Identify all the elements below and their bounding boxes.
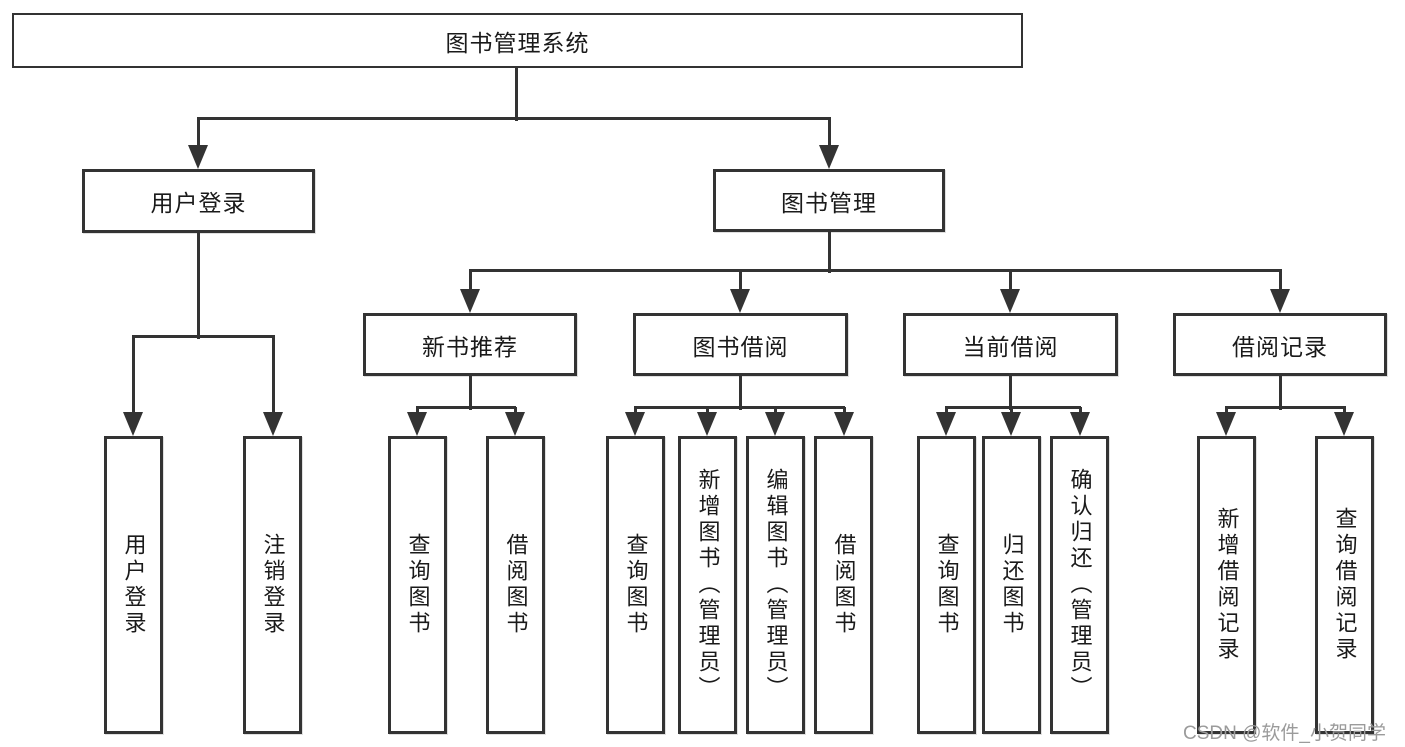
leaf-borrow-books-2: 借阅图书 bbox=[814, 436, 873, 734]
arrow-down-icon bbox=[936, 412, 956, 436]
connector-line bbox=[634, 406, 845, 409]
arrow-down-icon bbox=[1270, 289, 1290, 313]
leaf-logout: 注销登录 bbox=[243, 436, 302, 734]
connector-line bbox=[515, 68, 518, 121]
connector-line bbox=[416, 407, 419, 414]
leaf-query-books-2: 查询图书 bbox=[606, 436, 665, 734]
connector-line bbox=[416, 406, 516, 409]
leaf-label: 归还图书 bbox=[999, 533, 1025, 637]
leaf-add-borrow-record: 新增借阅记录 bbox=[1197, 436, 1256, 734]
connector-line bbox=[132, 336, 135, 414]
leaf-label: 确认归还（管理员） bbox=[1067, 468, 1093, 702]
connector-line bbox=[1010, 407, 1013, 414]
node-library-management-system: 图书管理系统 bbox=[12, 13, 1023, 68]
connector-line bbox=[706, 407, 709, 414]
node-user-login: 用户登录 bbox=[82, 169, 315, 233]
node-book-borrowing: 图书借阅 bbox=[633, 313, 848, 376]
connector-line bbox=[1079, 407, 1082, 414]
arrow-down-icon bbox=[123, 412, 143, 436]
node-new-book-recommend: 新书推荐 bbox=[363, 313, 577, 376]
connector-line bbox=[1279, 376, 1282, 410]
arrow-down-icon bbox=[697, 412, 717, 436]
arrow-down-icon bbox=[1216, 412, 1236, 436]
arrow-down-icon bbox=[1334, 412, 1354, 436]
arrow-down-icon bbox=[407, 412, 427, 436]
leaf-add-book-admin: 新增图书（管理员） bbox=[678, 436, 737, 734]
connector-line bbox=[272, 336, 275, 414]
leaf-label: 查询图书 bbox=[623, 533, 649, 637]
connector-line bbox=[843, 407, 846, 414]
connector-line bbox=[1343, 407, 1346, 414]
connector-line bbox=[1009, 376, 1012, 410]
connector-line bbox=[132, 335, 275, 338]
leaf-label: 查询图书 bbox=[934, 533, 960, 637]
connector-line bbox=[739, 376, 742, 410]
leaf-label: 新增借阅记录 bbox=[1214, 507, 1240, 663]
arrow-down-icon bbox=[730, 289, 750, 313]
arrow-down-icon bbox=[263, 412, 283, 436]
arrow-down-icon bbox=[765, 412, 785, 436]
connector-line bbox=[1009, 270, 1012, 291]
node-book-management: 图书管理 bbox=[713, 169, 945, 232]
connector-line bbox=[1225, 406, 1346, 409]
leaf-return-books: 归还图书 bbox=[982, 436, 1041, 734]
connector-line bbox=[1279, 270, 1282, 291]
arrow-down-icon bbox=[834, 412, 854, 436]
leaf-user-login: 用户登录 bbox=[104, 436, 163, 734]
arrow-down-icon bbox=[188, 145, 208, 169]
leaf-borrow-books-1: 借阅图书 bbox=[486, 436, 545, 734]
leaf-label: 借阅图书 bbox=[831, 533, 857, 637]
leaf-label: 编辑图书（管理员） bbox=[763, 468, 789, 702]
connector-line bbox=[945, 406, 1081, 409]
connector-line bbox=[634, 407, 637, 414]
arrow-down-icon bbox=[505, 412, 525, 436]
leaf-label: 查询图书 bbox=[405, 533, 431, 637]
arrow-down-icon bbox=[1001, 412, 1021, 436]
leaf-label: 用户登录 bbox=[121, 533, 147, 637]
arrow-down-icon bbox=[819, 145, 839, 169]
connector-line bbox=[739, 270, 742, 291]
arrow-down-icon bbox=[460, 289, 480, 313]
connector-line bbox=[469, 270, 472, 291]
leaf-query-borrow-record: 查询借阅记录 bbox=[1315, 436, 1374, 734]
connector-line bbox=[945, 407, 948, 414]
arrow-down-icon bbox=[1070, 412, 1090, 436]
connector-line bbox=[828, 118, 831, 147]
leaf-edit-book-admin: 编辑图书（管理员） bbox=[746, 436, 805, 734]
connector-line bbox=[469, 376, 472, 410]
leaf-label: 注销登录 bbox=[260, 533, 286, 637]
leaf-query-books-3: 查询图书 bbox=[917, 436, 976, 734]
connector-line bbox=[774, 407, 777, 414]
connector-line bbox=[197, 118, 200, 147]
arrow-down-icon bbox=[625, 412, 645, 436]
connector-line bbox=[197, 233, 200, 339]
watermark-text: CSDN @软件_小贺同学 bbox=[1183, 723, 1386, 744]
connector-line bbox=[514, 407, 517, 414]
node-borrowing-records: 借阅记录 bbox=[1173, 313, 1387, 376]
connector-line bbox=[1225, 407, 1228, 414]
connector-line bbox=[469, 269, 1282, 272]
connector-line bbox=[828, 232, 831, 273]
leaf-label: 查询借阅记录 bbox=[1332, 507, 1358, 663]
leaf-label: 新增图书（管理员） bbox=[695, 468, 721, 702]
connector-line bbox=[197, 117, 831, 120]
node-current-borrowing: 当前借阅 bbox=[903, 313, 1118, 376]
leaf-query-books-1: 查询图书 bbox=[388, 436, 447, 734]
leaf-label: 借阅图书 bbox=[503, 533, 529, 637]
arrow-down-icon bbox=[1000, 289, 1020, 313]
leaf-confirm-return-admin: 确认归还（管理员） bbox=[1050, 436, 1109, 734]
